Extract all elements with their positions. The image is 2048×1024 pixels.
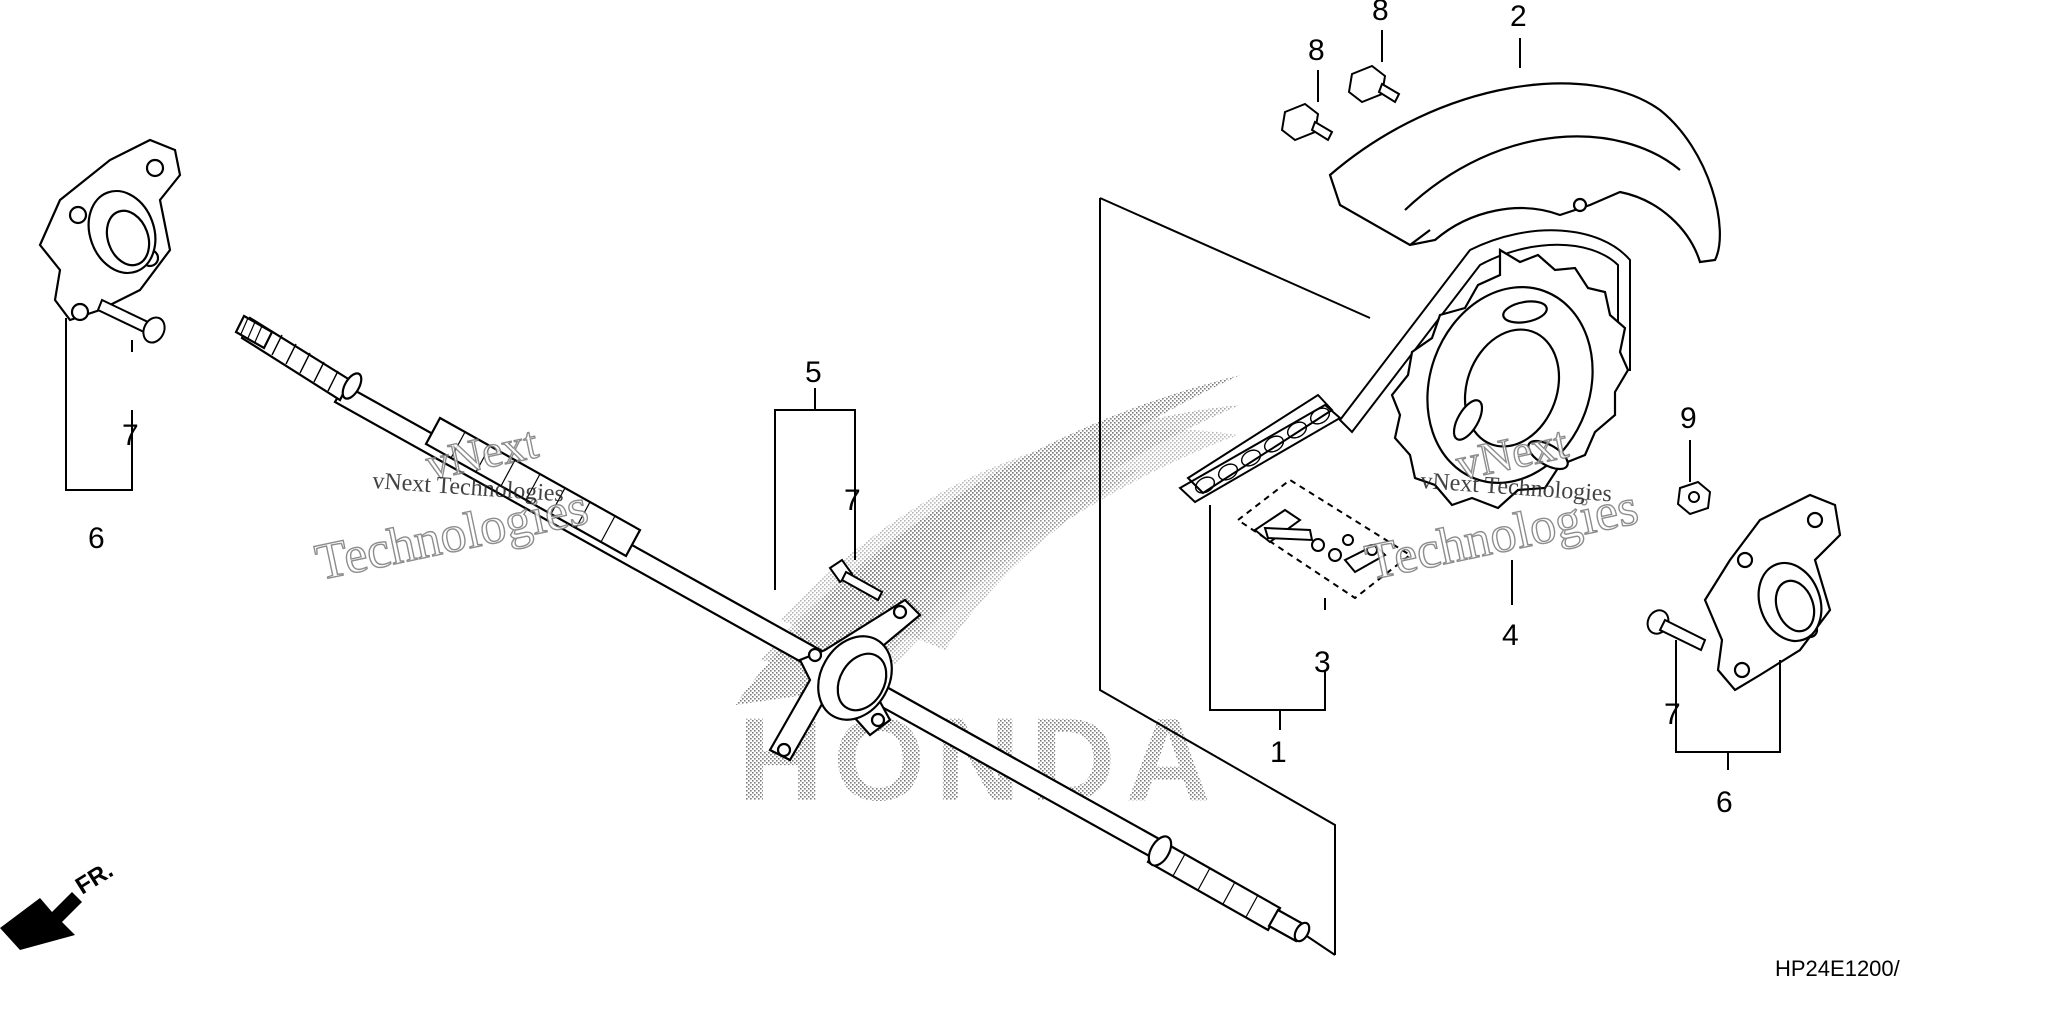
honda-logo-text: HONDA <box>738 694 1221 826</box>
label-part-6-left: 6 <box>88 522 105 555</box>
label-part-7-flange: 7 <box>844 484 861 517</box>
label-part-3: 3 <box>1314 646 1331 679</box>
nut-8a <box>1280 102 1334 142</box>
watermark-left: vNext Technologies vNext Technologies <box>310 416 594 593</box>
master-link-set <box>1236 478 1412 600</box>
label-part-7-left: 7 <box>122 419 139 452</box>
nut-8b <box>1347 64 1401 104</box>
nut-9 <box>1676 480 1712 516</box>
part-labels: 1 2 3 4 5 6 7 7 7 6 8 8 9 <box>88 0 1733 819</box>
label-part-9: 9 <box>1680 402 1697 435</box>
left-hub-bolt <box>96 298 166 344</box>
direction-arrow-icon <box>0 892 82 950</box>
label-part-8-upper: 8 <box>1372 0 1389 27</box>
label-part-6-right: 6 <box>1716 786 1733 819</box>
diagram-code: HP24E1200/ <box>1775 956 1901 981</box>
label-part-2: 2 <box>1510 0 1527 33</box>
left-wheel-hub <box>38 138 182 322</box>
flange-bolt <box>828 558 884 602</box>
sprocket-hub-flange <box>768 598 922 762</box>
chain-guard <box>1328 82 1721 264</box>
driven-sprocket <box>1390 248 1630 510</box>
label-part-7-right: 7 <box>1664 698 1681 731</box>
rear-axle-shaft <box>234 314 1311 943</box>
leader-lines <box>65 30 1781 770</box>
label-part-5: 5 <box>805 356 822 389</box>
label-part-1: 1 <box>1270 736 1287 769</box>
right-hub-bolt <box>1646 609 1707 652</box>
right-wheel-hub <box>1703 493 1842 692</box>
label-part-4: 4 <box>1502 619 1519 652</box>
label-part-8-lower: 8 <box>1308 34 1325 67</box>
direction-label: FR. <box>71 857 118 900</box>
